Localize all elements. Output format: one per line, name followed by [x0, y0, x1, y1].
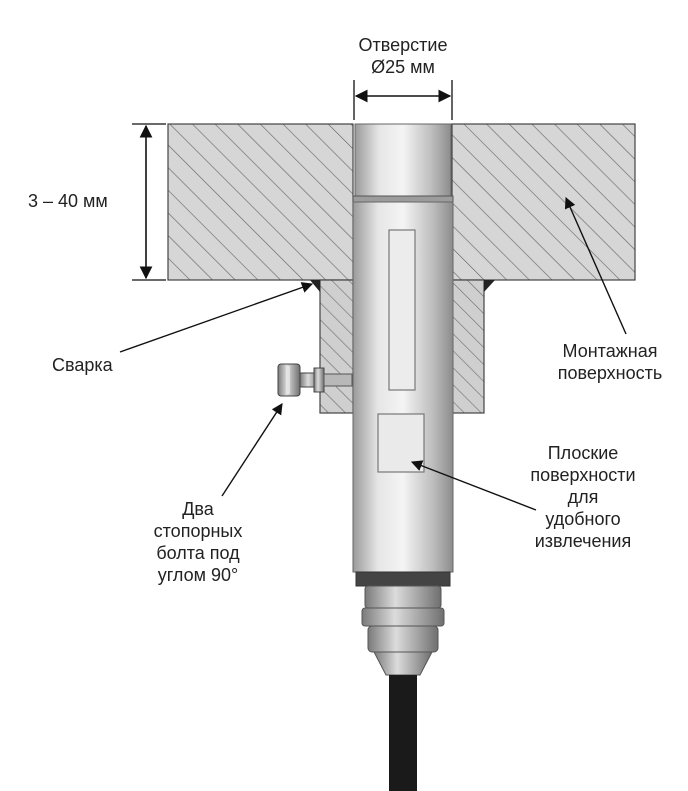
weld-bead-right — [484, 280, 495, 292]
weld-label: Сварка — [52, 355, 113, 375]
sensor-body — [352, 123, 454, 587]
thickness-dimension — [132, 123, 166, 281]
hole-label-line2: Ø25 мм — [371, 57, 435, 77]
leader-arrow-icon — [410, 460, 537, 511]
leader-arrow-icon — [119, 282, 314, 353]
hole-label-line1: Отверстие — [358, 35, 448, 55]
flat-surfaces-label: Плоские поверхности для удобного извлече… — [530, 443, 636, 551]
leader-arrows — [119, 196, 627, 511]
cable-gland-icon — [361, 585, 445, 676]
leader-arrow-icon — [564, 196, 627, 335]
weld-sleeve — [310, 279, 495, 414]
hex-bolt-icon — [277, 363, 353, 397]
cable — [389, 675, 417, 791]
thickness-label: 3 – 40 мм — [28, 191, 108, 211]
weld-bead-left — [310, 280, 320, 292]
hole-label: Отверстие Ø25 мм — [330, 34, 476, 78]
mounting-surface-label: Монтажная поверхность — [557, 341, 663, 383]
leader-arrow-icon — [221, 403, 283, 497]
locking-bolts-label: Два стопорных болта под углом 90° — [153, 499, 243, 585]
mounting-plate — [167, 123, 636, 281]
hole-dimension — [353, 80, 453, 120]
sensor-window — [388, 229, 416, 391]
